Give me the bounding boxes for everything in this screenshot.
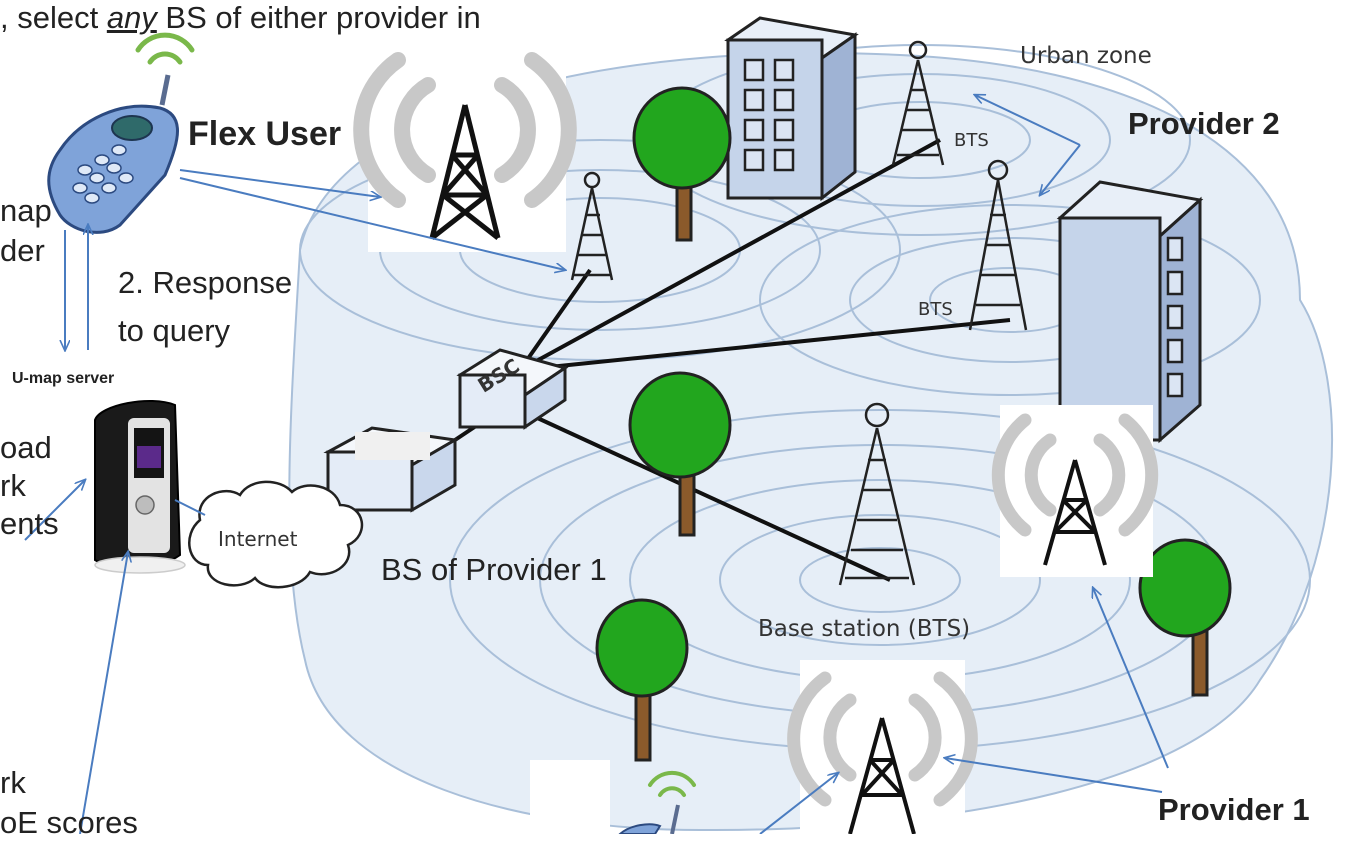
bts-tower-top: [891, 40, 945, 166]
provider-2-label: Provider 2: [1128, 106, 1280, 141]
cut-label-scores: oE scores: [0, 805, 138, 840]
bts-tower-base-station: [838, 402, 916, 586]
building-top: [724, 16, 859, 202]
umap-server-device: [94, 399, 186, 574]
header-suffix: BS of either provider in: [156, 0, 481, 35]
cut-label-map: nap: [0, 193, 52, 228]
header-prefix: , select: [0, 0, 107, 35]
bts-label-top: BTS: [954, 130, 989, 151]
bts-tower-right: [968, 159, 1028, 331]
base-station-label: Base station (BTS): [758, 616, 971, 642]
tower-card-provider-bottom: [787, 660, 978, 835]
tree-right: [1138, 538, 1232, 697]
header-text: , select any BS of either provider in: [0, 0, 481, 36]
arrows: [24, 95, 1169, 835]
cut-label-oad: oad: [0, 430, 52, 465]
building-right: [1056, 180, 1204, 444]
cut-label-der: der: [0, 233, 45, 268]
provider-1-label: Provider 1: [1158, 792, 1310, 827]
response-line-1: 2. Response: [118, 265, 293, 300]
bts-label-right: BTS: [918, 299, 953, 320]
phone-small-bottom: [617, 770, 696, 835]
cut-label-rk: rk: [0, 468, 26, 503]
white-patch: [530, 760, 610, 834]
tree-top-center: [632, 86, 732, 242]
internet-label: Internet: [218, 527, 298, 551]
flex-user-label: Flex User: [188, 115, 342, 153]
umap-server-label: U-map server: [12, 370, 115, 387]
urban-zone-label: Urban zone: [1020, 43, 1152, 69]
internet-cloud: [188, 480, 364, 589]
tower-card-provider-right: [991, 405, 1159, 577]
tree-bottom: [595, 598, 689, 762]
phone-flex-user: [47, 32, 195, 234]
bts-tower-small-center: [570, 171, 614, 281]
tower-card-flex: [353, 40, 577, 252]
cut-label-rk-bottom: rk: [0, 765, 26, 800]
bsc-box: [456, 348, 569, 430]
bs-provider-1-label: BS of Provider 1: [381, 552, 607, 587]
router-box: [323, 426, 460, 513]
tree-middle: [628, 371, 732, 537]
cut-label-ents: ents: [0, 506, 59, 541]
response-line-2: to query: [118, 313, 231, 348]
header-emphasis: any: [106, 0, 157, 35]
